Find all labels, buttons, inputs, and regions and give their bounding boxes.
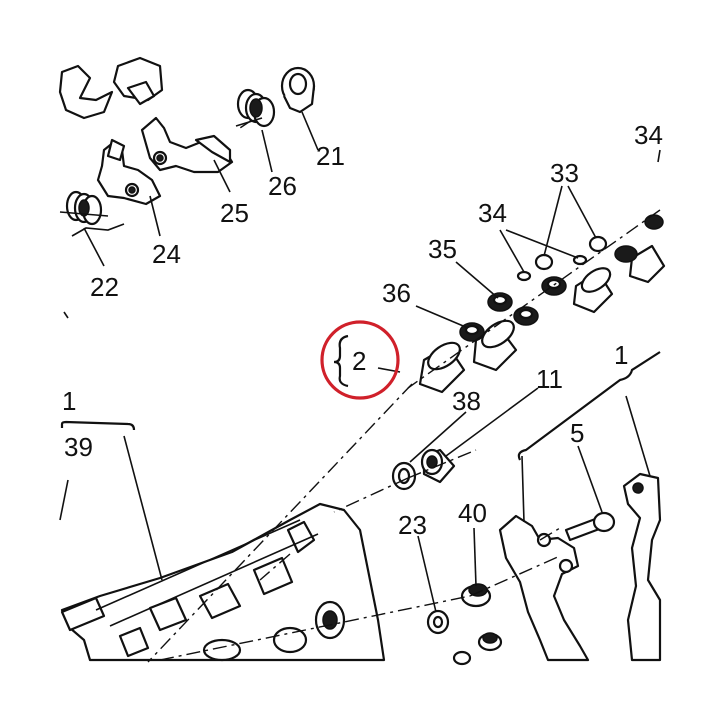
label-36: 36 — [382, 278, 411, 308]
label-22: 22 — [90, 272, 119, 302]
label-35: 35 — [428, 234, 457, 264]
label-38: 38 — [452, 386, 481, 416]
label-33: 33 — [550, 158, 579, 188]
cylinder-head — [60, 502, 386, 662]
label-24: 24 — [152, 239, 181, 269]
label-40: 40 — [458, 498, 487, 528]
bolt-5 — [564, 511, 616, 542]
rocker-arm-25 — [140, 116, 234, 174]
label-5: 5 — [570, 418, 584, 448]
label-25: 25 — [220, 198, 249, 228]
cam-cap-right — [498, 514, 590, 662]
label-21: 21 — [316, 141, 345, 171]
label-34: 34 — [478, 198, 507, 228]
label-1-left: 1 — [62, 386, 76, 416]
assembly-lines — [147, 119, 661, 663]
tappet-right — [572, 244, 666, 314]
bushing-21 — [280, 66, 316, 114]
cam-cap-far-right — [622, 472, 662, 662]
bracket-right-1 — [517, 351, 661, 461]
highlight-circle — [320, 320, 400, 400]
rocker-arm-top — [58, 56, 164, 120]
label-39: 39 — [64, 432, 93, 462]
plug-40 — [452, 583, 503, 666]
label-2: 2 — [352, 346, 366, 376]
label-34-top: 34 — [634, 120, 663, 150]
spring-26 — [235, 88, 276, 128]
rocker-arm-24 — [96, 138, 162, 206]
labels: 21 26 25 24 22 34 34 33 35 36 2 11 38 1 … — [62, 120, 663, 540]
brace-2 — [333, 334, 401, 388]
shims-33 — [534, 235, 608, 271]
tappet-mid — [472, 319, 518, 372]
label-23: 23 — [398, 510, 427, 540]
seal-11 — [420, 448, 456, 484]
spring-22 — [59, 190, 125, 237]
bracket-39 — [60, 420, 136, 431]
tappet-left — [418, 341, 466, 394]
label-26: 26 — [268, 171, 297, 201]
retainers-35 — [487, 214, 664, 312]
washer-23 — [426, 609, 450, 635]
label-11: 11 — [536, 364, 563, 394]
leader-lines — [59, 111, 661, 613]
label-1-right: 1 — [614, 340, 628, 370]
